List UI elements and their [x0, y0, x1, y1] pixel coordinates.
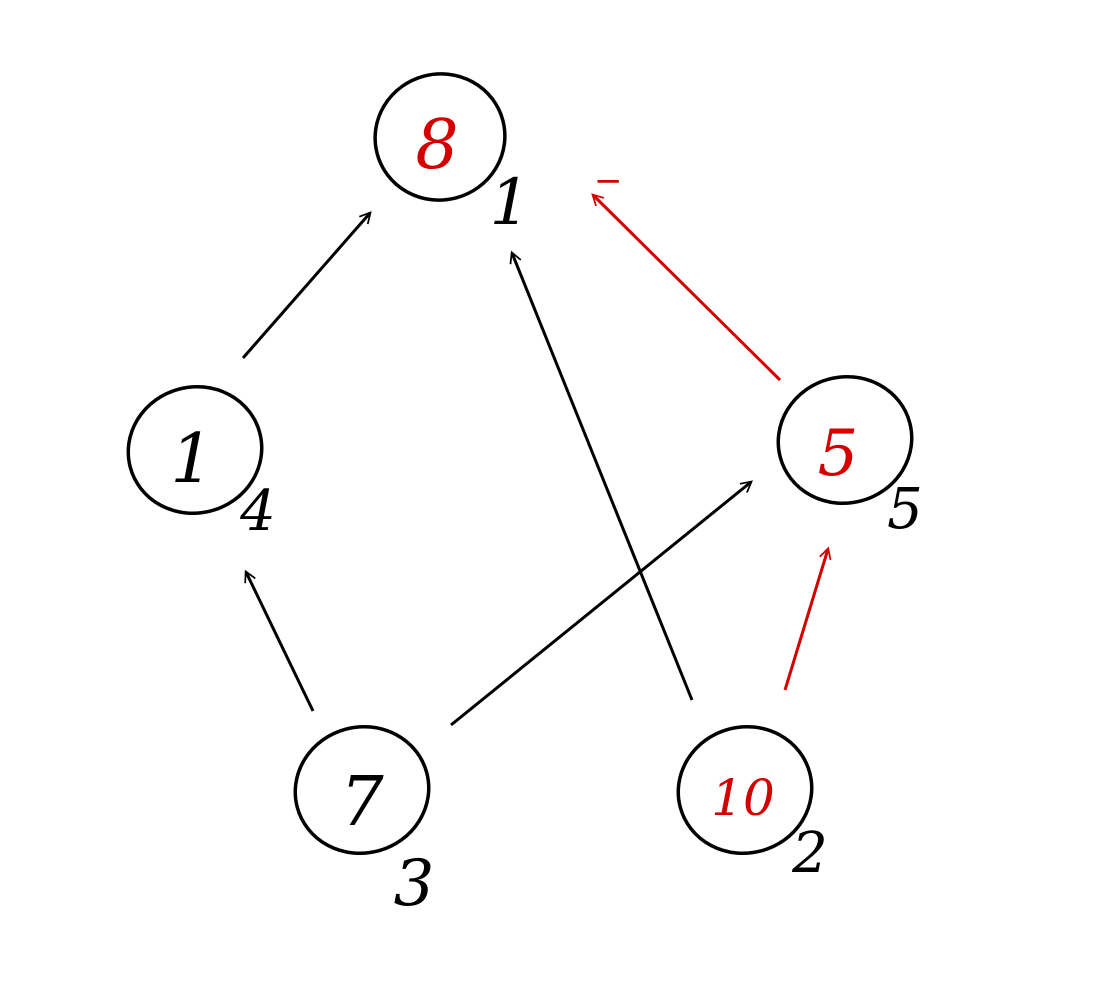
- node-c-value: 5: [818, 417, 859, 491]
- node-a-label: 1: [490, 166, 531, 240]
- edge-c-a: [591, 193, 782, 382]
- node-d-value: 7: [340, 763, 384, 842]
- node-a-value: 8: [415, 106, 458, 185]
- node-b: 1 4: [126, 384, 276, 544]
- edge-c-a-mark: −: [594, 161, 623, 201]
- node-d: 7 3: [293, 724, 435, 921]
- edge-b-a: [241, 211, 372, 359]
- node-a: 8 1: [373, 72, 531, 240]
- node-b-label: 4: [239, 479, 276, 544]
- edge-e-c: [783, 546, 832, 691]
- node-d-label: 3: [394, 847, 435, 921]
- edge-e-a: [509, 250, 694, 701]
- node-e-label: 2: [791, 821, 828, 886]
- node-c: 5 5: [776, 374, 923, 542]
- node-c-label: 5: [887, 477, 923, 542]
- edge-d-b: [244, 569, 315, 712]
- node-b-value: 1: [170, 420, 213, 499]
- node-e: 10 2: [676, 724, 828, 886]
- edge-d-c: [450, 480, 753, 727]
- node-e-value: 10: [711, 769, 775, 827]
